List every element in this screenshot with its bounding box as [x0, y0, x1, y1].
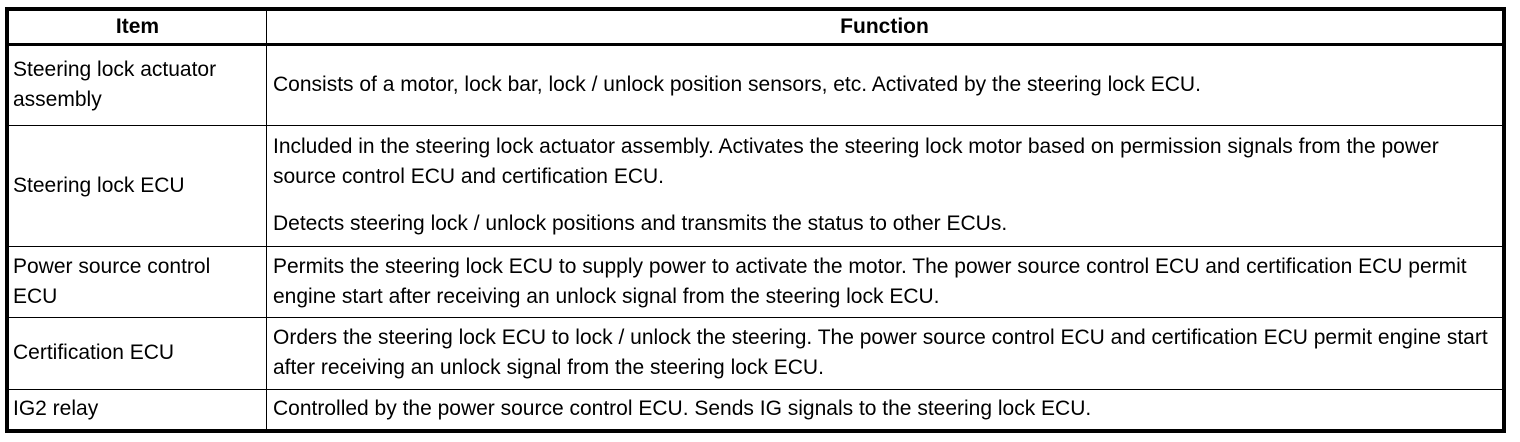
table-header-row: Item Function: [8, 10, 1503, 46]
item-cell: Steering lock actuator assembly: [8, 44, 267, 126]
table-row: Steering lock ECU Included in the steeri…: [8, 124, 1503, 247]
table-row: Certification ECU Orders the steering lo…: [8, 317, 1503, 390]
table-row: IG2 relay Controlled by the power source…: [8, 388, 1503, 431]
function-table-frame: Item Function Steering lock actuator ass…: [5, 7, 1506, 433]
header-item: Item: [8, 10, 267, 46]
function-table: Item Function Steering lock actuator ass…: [8, 10, 1503, 431]
header-function: Function: [266, 10, 1503, 46]
function-text: Included in the steering lock actuator a…: [273, 135, 1439, 189]
item-cell: Certification ECU: [8, 317, 267, 390]
function-cell: Controlled by the power source control E…: [266, 388, 1503, 431]
function-cell: Included in the steering lock actuator a…: [266, 124, 1503, 247]
item-cell: IG2 relay: [8, 388, 267, 431]
item-cell: Steering lock ECU: [8, 124, 267, 247]
table-row: Steering lock actuator assembly Consists…: [8, 44, 1503, 126]
function-text: Permits the steering lock ECU to supply …: [273, 255, 1467, 308]
function-text: Controlled by the power source control E…: [273, 397, 1092, 421]
table-row: Power source control ECU Permits the ste…: [8, 245, 1503, 319]
function-cell: Consists of a motor, lock bar, lock / un…: [266, 44, 1503, 126]
function-cell: Permits the steering lock ECU to supply …: [266, 245, 1503, 319]
function-text: Detects steering lock / unlock positions…: [273, 212, 1008, 236]
function-text: Orders the steering lock ECU to lock / u…: [273, 326, 1488, 380]
function-text: Consists of a motor, lock bar, lock / un…: [273, 73, 1201, 97]
item-cell: Power source control ECU: [8, 245, 267, 319]
function-cell: Orders the steering lock ECU to lock / u…: [266, 317, 1503, 390]
